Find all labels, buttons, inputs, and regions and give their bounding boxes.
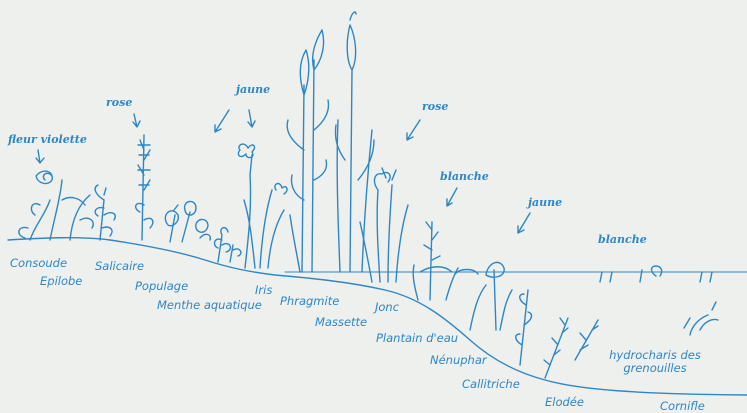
epilobe-plant: [95, 185, 115, 240]
label-cornifle: Cornifle: [660, 401, 705, 413]
label-rose-1: rose: [106, 97, 132, 108]
label-populage: Populage: [135, 281, 188, 293]
populage-plant: [165, 201, 210, 242]
label-callitriche: Callitriche: [462, 379, 520, 391]
label-plantain: Plantain d'eau: [376, 333, 458, 345]
consoude-plant: [19, 171, 93, 240]
elodee-plant: [544, 318, 568, 378]
callitriche-plant: [516, 290, 532, 365]
plantain-plant: [413, 222, 458, 300]
nenuphar-plant: [455, 262, 512, 330]
menthe-plant: [215, 228, 241, 262]
massette-plant: [335, 12, 374, 272]
label-epilobe: Epilobe: [40, 276, 82, 288]
label-iris: Iris: [255, 285, 272, 297]
salicaire-plant: [136, 135, 153, 240]
label-jaune-2: jaune: [528, 197, 562, 208]
label-massette: Massette: [315, 317, 367, 329]
label-salicaire: Salicaire: [95, 261, 144, 273]
label-nenuphar: Nénuphar: [430, 355, 487, 367]
label-phragmite: Phragmite: [280, 296, 339, 308]
label-rose-2: rose: [422, 101, 448, 112]
label-menthe: Menthe aquatique: [157, 300, 262, 312]
iris-plant: [238, 144, 287, 268]
label-fleur-violette: fleur violette: [8, 134, 87, 145]
hydro-plants-right: [575, 266, 718, 360]
label-hydrocharis: hydrocharis des grenouilles: [605, 349, 705, 375]
label-blanche-2: blanche: [598, 234, 647, 245]
phragmite-plant: [287, 30, 328, 272]
label-elodee: Elodée: [545, 397, 584, 409]
label-jaune-1: jaune: [236, 84, 270, 95]
label-jonc: Jonc: [375, 302, 399, 314]
label-blanche-1: blanche: [440, 171, 489, 182]
label-consoude: Consoude: [10, 258, 67, 270]
